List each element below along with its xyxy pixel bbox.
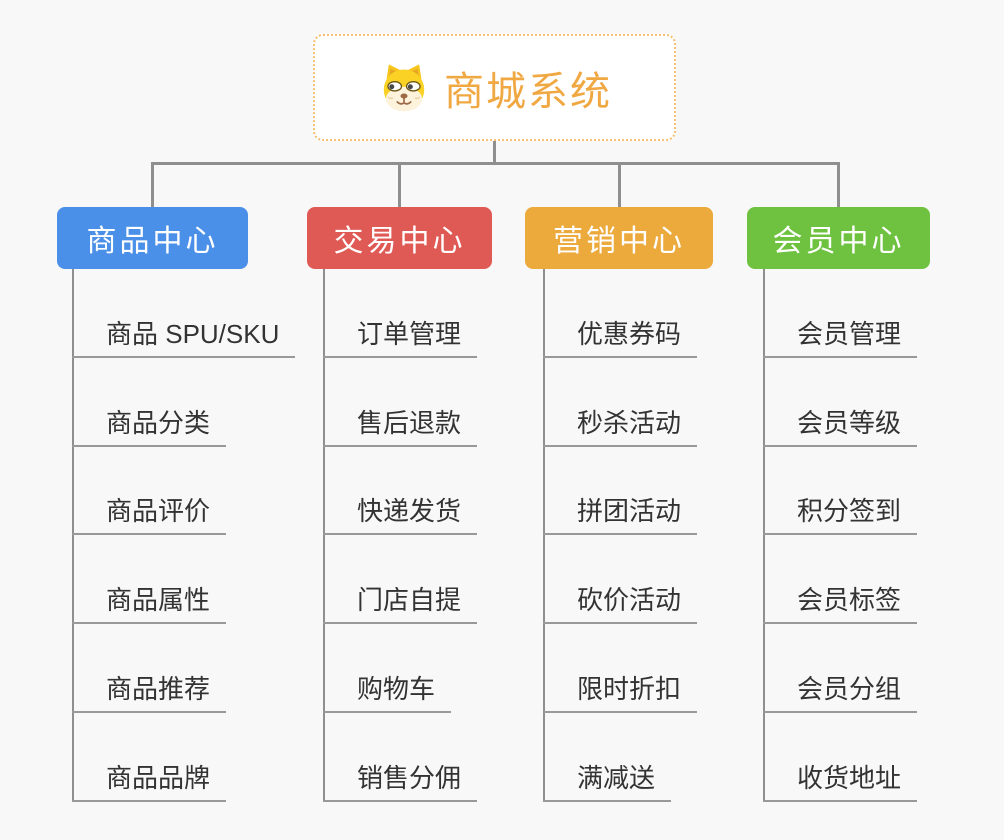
branch-children-trunk — [72, 269, 74, 802]
branch-drop-connector — [618, 162, 621, 207]
leaf-node[interactable]: 优惠券码 — [543, 319, 698, 358]
branch-drop-connector — [837, 162, 840, 207]
leaf-node[interactable]: 会员等级 — [763, 408, 918, 447]
leaf-node[interactable]: 购物车 — [323, 674, 452, 713]
leaf-node[interactable]: 会员标签 — [763, 585, 918, 624]
branch-node-3[interactable]: 营销中心 — [525, 207, 713, 269]
leaf-node[interactable]: 会员分组 — [763, 674, 918, 713]
branch-node-1[interactable]: 商品中心 — [57, 207, 248, 269]
dog-face-icon — [377, 61, 431, 115]
root-node-mall-system[interactable]: 商城系统 — [313, 34, 676, 141]
branch-children-trunk — [763, 269, 765, 802]
leaf-node[interactable]: 收货地址 — [763, 763, 918, 802]
leaf-node[interactable]: 限时折扣 — [543, 674, 698, 713]
leaf-node[interactable]: 商品评价 — [72, 496, 227, 535]
leaf-node[interactable]: 商品分类 — [72, 408, 227, 447]
leaf-node[interactable]: 商品 SPU/SKU — [72, 319, 296, 358]
leaf-node[interactable]: 销售分佣 — [323, 763, 478, 802]
branch-children-trunk — [543, 269, 545, 802]
branch-drop-connector — [151, 162, 154, 207]
leaf-node[interactable]: 砍价活动 — [543, 585, 698, 624]
branch-drop-connector — [398, 162, 401, 207]
branch-node-2[interactable]: 交易中心 — [307, 207, 492, 269]
leaf-node[interactable]: 门店自提 — [323, 585, 478, 624]
leaf-node[interactable]: 订单管理 — [323, 319, 478, 358]
branch-node-4[interactable]: 会员中心 — [747, 207, 930, 269]
leaf-node[interactable]: 会员管理 — [763, 319, 918, 358]
branch-children-trunk — [323, 269, 325, 802]
leaf-node[interactable]: 秒杀活动 — [543, 408, 698, 447]
leaf-node[interactable]: 商品品牌 — [72, 763, 227, 802]
leaf-node[interactable]: 售后退款 — [323, 408, 478, 447]
leaf-node[interactable]: 积分签到 — [763, 496, 918, 535]
leaf-node[interactable]: 商品属性 — [72, 585, 227, 624]
leaf-node[interactable]: 满减送 — [543, 763, 672, 802]
root-trunk-connector — [493, 141, 496, 164]
branch-distribution-line — [151, 162, 840, 165]
leaf-node[interactable]: 商品推荐 — [72, 674, 227, 713]
root-title: 商城系统 — [444, 69, 612, 114]
leaf-node[interactable]: 快递发货 — [323, 496, 478, 535]
leaf-node[interactable]: 拼团活动 — [543, 496, 698, 535]
